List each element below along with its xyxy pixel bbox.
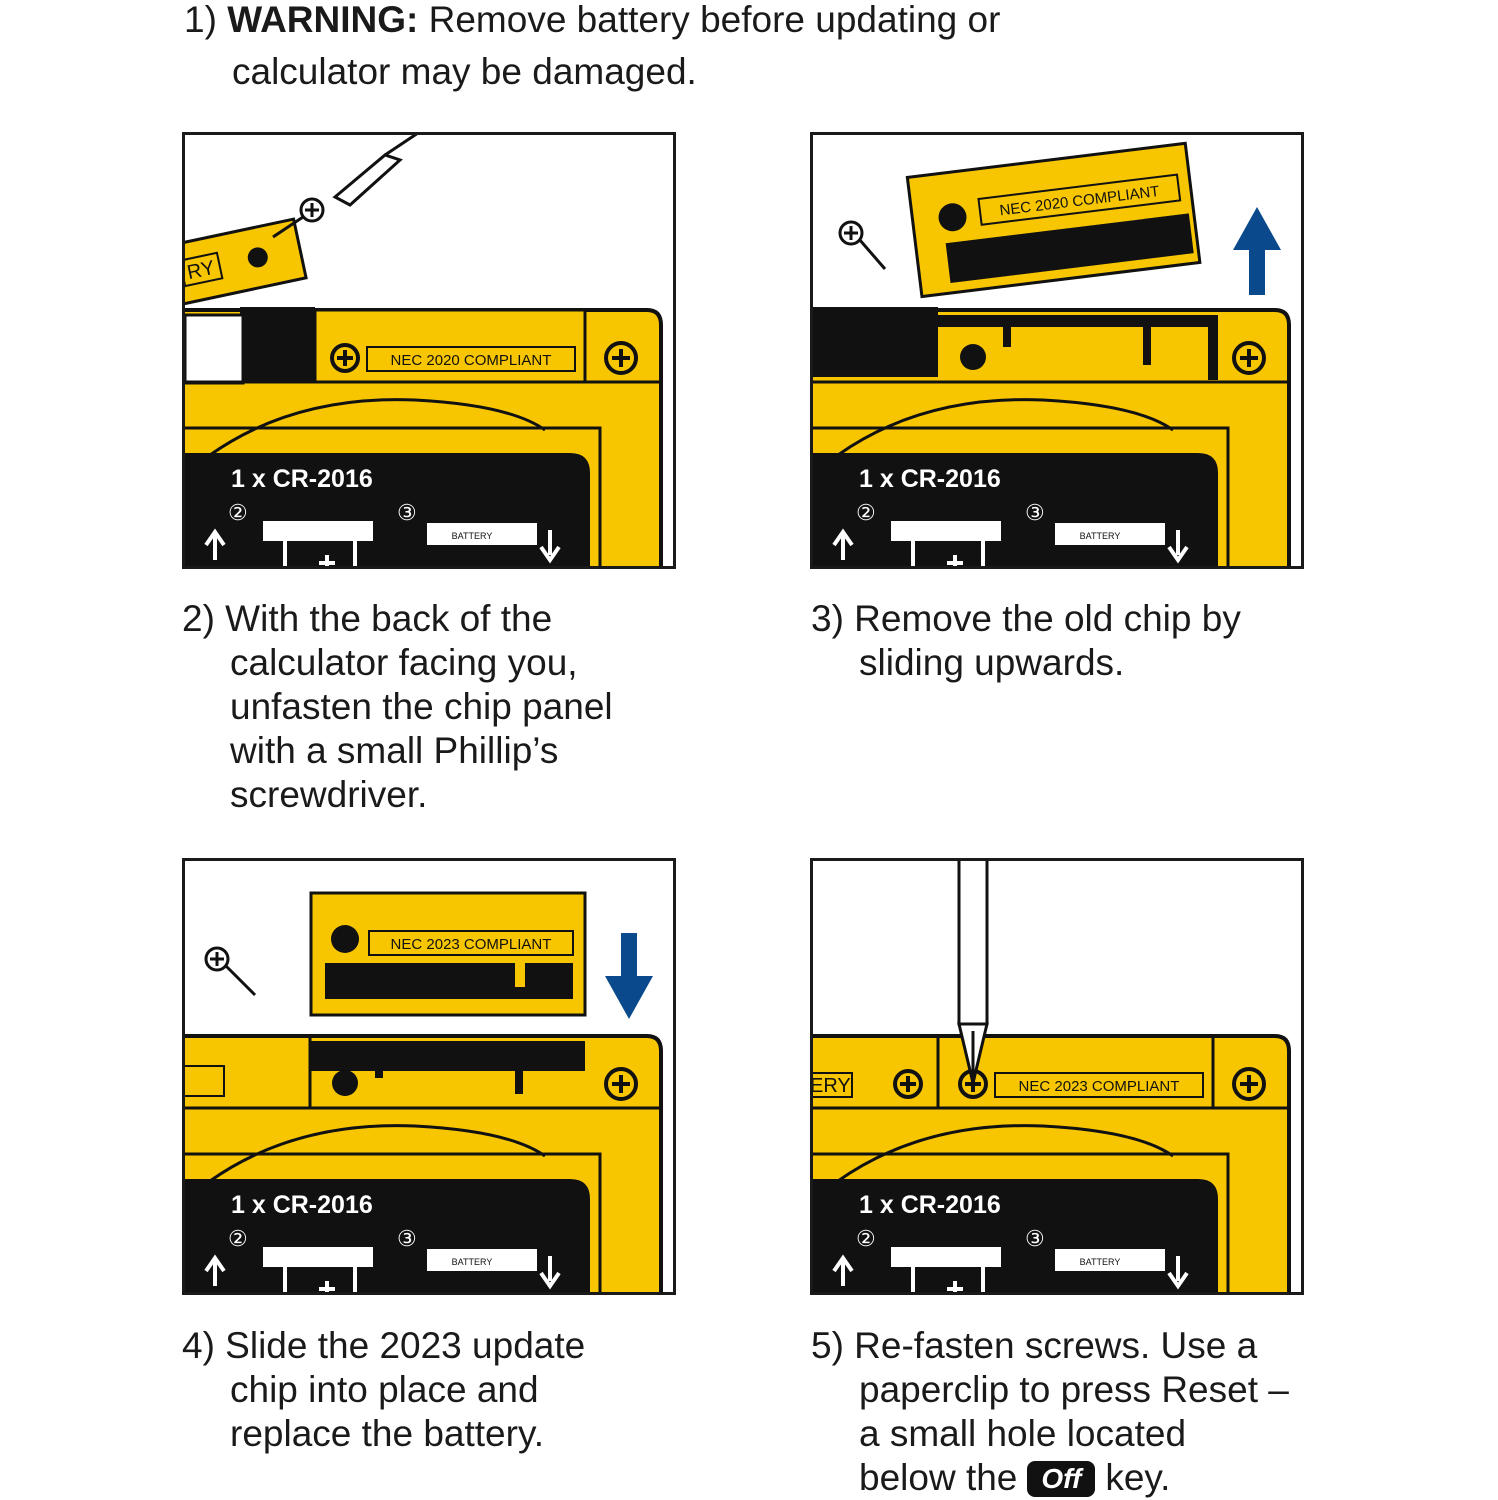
circle-3-panel-3: ③ [397,1226,417,1251]
step-5-line-1: 5) Re-fasten screws. Use a [811,1325,1258,1366]
step-1-line-2: calculator may be damaged. [232,51,697,92]
step-1-text: 1) WARNING: Remove battery before updati… [184,0,1000,94]
panel-step-3: 1 x CR-2016 ② ③ BATTERY NEC 2020 COMPLIA… [810,132,1304,569]
step-5-line-3: a small hole located [859,1413,1187,1454]
partial-label-ery: ERY [813,1075,851,1097]
step-5-line-2: paperclip to press Reset – [859,1369,1289,1410]
illustration-remove-old-chip: 1 x CR-2016 ② ③ BATTERY NEC 2020 COMPLIA… [813,141,1291,566]
circle-2-panel-4: ② [856,1226,876,1251]
step-2-line-1: 2) With the back of the [182,598,553,639]
chip-label-panel-4: NEC 2023 COMPLIANT [1019,1078,1180,1095]
panel-step-4: 1 x CR-2016 ② ③ BATTERY NEC 2023 COMPLIA… [182,858,676,1295]
circle-3-panel-1: ③ [397,500,417,525]
circle-2-panel-2: ② [856,500,876,525]
off-key-icon: Off [1027,1461,1096,1497]
illustration-refasten-screws: ERY NEC 2023 COMPLIANT 1 x CR-2016 ② ③ B… [813,861,1291,1292]
illustration-insert-new-chip: 1 x CR-2016 ② ③ BATTERY NEC 2023 COMPLIA… [185,891,663,1292]
screwdriver-icon [957,861,989,1026]
step-3-line-2: sliding upwards. [859,642,1125,683]
up-arrow-icon [1233,207,1281,295]
step-1-line-1-rest: Remove battery before updating or [428,0,1001,40]
battery-label-panel-4: 1 x CR-2016 [859,1191,1001,1219]
step-3-line-1: 3) Remove the old chip by [811,598,1241,639]
step-4-line-2: chip into place and [230,1369,539,1410]
battery-tag-panel-2: BATTERY [1080,531,1121,541]
step-4-text: 4) Slide the 2023 update chip into place… [182,1324,585,1456]
panel-step-2: NEC 2020 COMPLIANT 1 x CR-2016 ② ③ BATTE… [182,132,676,569]
illustration-unfasten-panel: NEC 2020 COMPLIANT 1 x CR-2016 ② ③ BATTE… [185,135,663,566]
step-5-text: 5) Re-fasten screws. Use a paperclip to … [811,1324,1289,1500]
battery-tag-panel-4: BATTERY [1080,1257,1121,1267]
chip-label-panel-3: NEC 2023 COMPLIANT [391,936,552,953]
step-4-line-1: 4) Slide the 2023 update [182,1325,586,1366]
circle-2-panel-1: ② [228,500,248,525]
battery-tag-panel-3: BATTERY [452,1257,493,1267]
chip-label-panel-1: NEC 2020 COMPLIANT [391,352,552,369]
step-5-line-4-after: key. [1105,1457,1171,1498]
step-5-line-4-before: below the [859,1457,1018,1498]
step-2-line-5: screwdriver. [230,774,428,815]
warning-label: WARNING: [227,0,419,40]
step-2-line-4: with a small Phillip’s [230,730,559,771]
circle-3-panel-4: ③ [1025,1226,1045,1251]
circle-3-panel-2: ③ [1025,500,1045,525]
step-3-text: 3) Remove the old chip by sliding upward… [811,597,1241,685]
battery-label-panel-1: 1 x CR-2016 [231,465,373,493]
battery-label-panel-2: 1 x CR-2016 [859,465,1001,493]
battery-tag-panel-1: BATTERY [452,531,493,541]
panel-step-5: ERY NEC 2023 COMPLIANT 1 x CR-2016 ② ③ B… [810,858,1304,1295]
step-2-text: 2) With the back of the calculator facin… [182,597,613,817]
step-1-line-1: 1) WARNING: Remove battery before updati… [184,0,1000,42]
down-arrow-icon [605,933,653,1019]
step-2-line-2: calculator facing you, [230,642,578,683]
step-2-line-3: unfasten the chip panel [230,686,613,727]
circle-2-panel-3: ② [228,1226,248,1251]
step-1-number: 1) [184,0,217,40]
step-4-line-3: replace the battery. [230,1413,544,1454]
battery-label-panel-3: 1 x CR-2016 [231,1191,373,1219]
